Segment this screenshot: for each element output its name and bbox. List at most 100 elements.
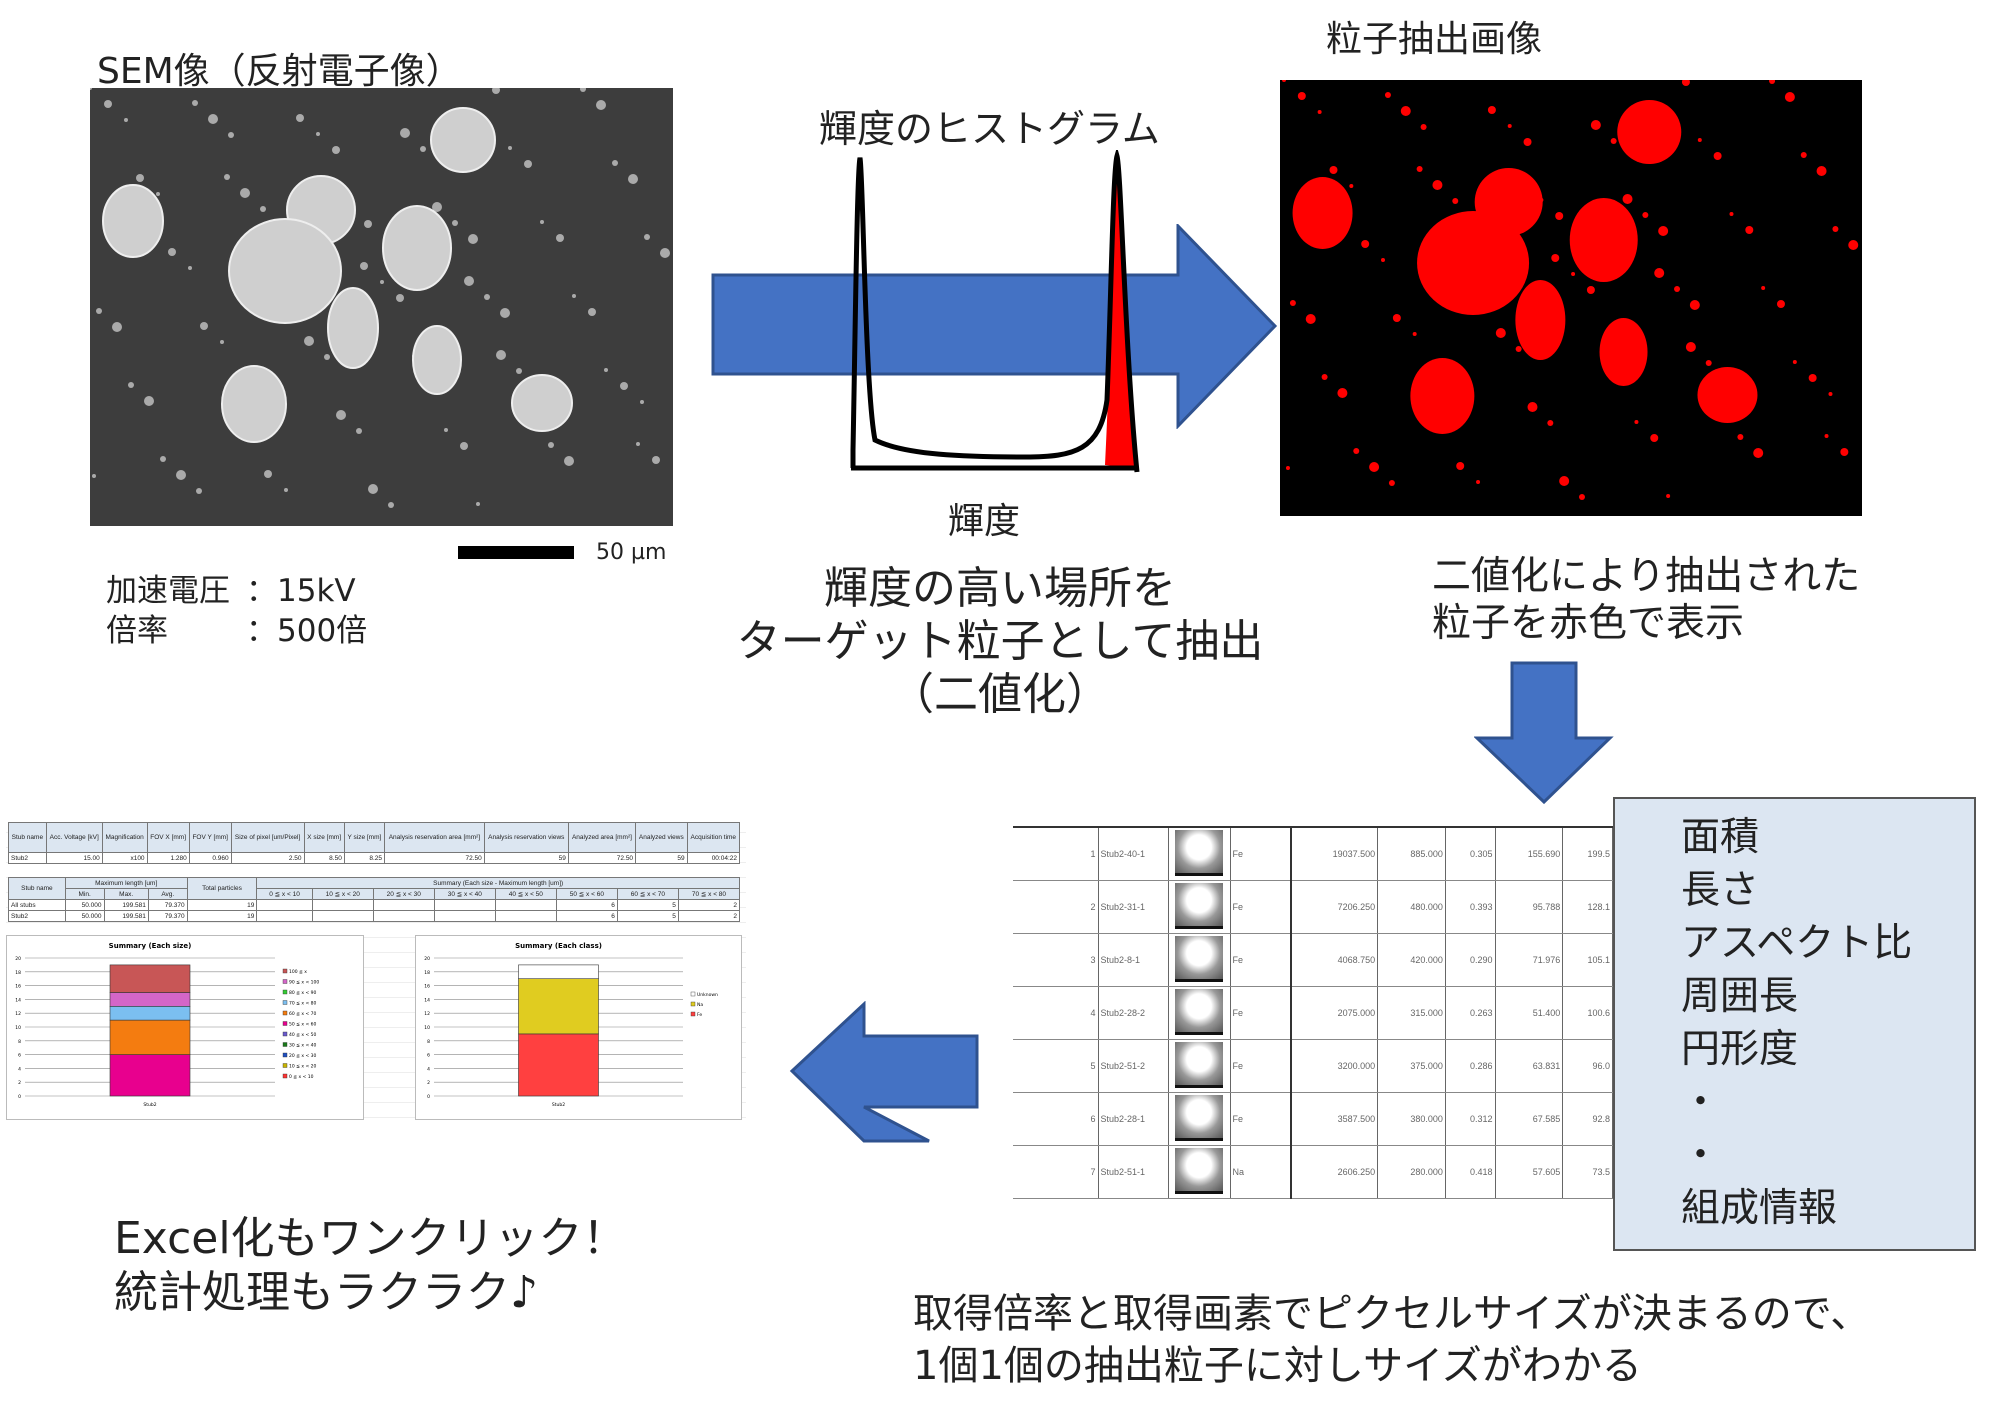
header-cell: FOV Y [mm] [188,822,232,853]
particle-name: Stub2-51-1 [1098,1145,1169,1199]
small-particle [136,174,144,182]
small-particle [468,234,478,244]
y-tick-label: 18 [15,970,21,976]
magnification-value: ：500倍 [246,613,368,649]
cell [372,910,435,922]
row-number: 5 [1013,1039,1099,1093]
value-cell: 7206.250 [1291,880,1379,934]
value-cell: 100.6 [1562,986,1613,1040]
small-particle [104,100,112,108]
caption-line: 輝度の高い場所を [824,563,1176,614]
small-particle [1622,194,1633,204]
legend-label: 100 ≦ x [289,969,307,975]
small-particle [96,308,102,314]
header-cell: Analyzed views [635,822,688,853]
caption-line: （二値化） [890,669,1110,720]
small-particle [1392,314,1401,322]
caption-line: 1個1個の抽出粒子に対しサイズがわかる [913,1343,1642,1389]
small-particle [1369,462,1380,472]
small-particle [188,266,192,270]
cell [311,910,374,922]
bottom-caption: 取得倍率と取得画素でピクセルサイズが決まるので、 1個1個の抽出粒子に対しサイズ… [913,1288,1870,1392]
y-tick-label: 0 [427,1094,430,1100]
small-particle [1361,240,1370,248]
cell: 59 [483,852,569,864]
y-tick-label: 16 [15,984,21,990]
small-particle [196,488,202,494]
bar-segment [109,1006,191,1021]
small-particle [1400,106,1411,116]
scale-bar [458,546,574,559]
small-particle [228,132,234,138]
small-particle [1689,300,1700,310]
particle [327,287,379,369]
header-cell: Acquisition time [686,822,741,853]
element: Fe [1230,880,1292,934]
y-tick-label: 14 [424,997,430,1003]
particle [412,325,462,395]
particle-thumbnail [1175,988,1223,1035]
cell: 50.000 [64,899,105,911]
particle-name: Stub2-28-1 [1098,1092,1169,1146]
y-tick-label: 20 [15,956,21,962]
value-cell: 3200.000 [1291,1039,1379,1093]
value-cell: 63.831 [1495,1039,1564,1093]
particle-thumbnail [1175,1041,1223,1088]
legend-label: Na [697,1002,703,1008]
small-particle [1353,448,1360,454]
header-cell: 0 ≦ x < 10 [256,888,313,900]
y-tick-label: 16 [424,984,430,990]
small-particle [452,220,458,226]
scale-label: 50 µm [596,540,667,565]
particle-thumbnail [1175,829,1223,876]
small-particle [1476,480,1481,484]
extracted-particle [1697,367,1758,423]
cell: 2 [677,899,741,911]
small-particle [1745,226,1754,234]
row-number: 3 [1013,933,1099,987]
value-cell: 375.000 [1377,1039,1446,1093]
small-particle [1329,166,1338,174]
legend-swatch [282,1031,288,1037]
legend-label: 10 ≦ x < 20 [289,1064,317,1070]
legend-swatch [282,1010,288,1016]
legend-label: 80 ≦ x < 90 [289,990,317,996]
small-particle [1729,212,1734,216]
small-particle [1337,388,1348,398]
value-cell: 105.1 [1562,933,1613,987]
magnification-label: 倍率 [106,613,168,649]
small-particle [484,294,490,300]
bar-segment [109,1054,191,1097]
small-particle [1452,198,1459,204]
extracted-caption-1: 二値化により抽出された [1432,554,1861,599]
small-particle [240,188,250,198]
y-tick-label: 20 [424,956,430,962]
small-particle [112,322,122,332]
header-cell: 50 ≦ x < 60 [555,888,618,900]
small-particle [1416,166,1423,172]
cell [433,899,496,911]
small-particle [660,248,670,258]
value-cell: 67.585 [1495,1092,1564,1146]
small-particle [1610,138,1617,144]
small-particle [1381,258,1385,262]
cell: 59 [635,852,688,864]
x-tick-label: Stub2 [552,1102,565,1108]
small-particle [1840,448,1849,456]
small-particle [208,114,218,124]
cell [311,899,374,911]
cell: 2.50 [230,852,305,864]
small-particle [356,428,362,434]
bar-segment [109,964,191,993]
header-cell: Size of pixel [um/Pixel] [230,822,305,853]
small-particle [508,146,512,150]
small-particle [476,502,480,506]
cell: 00:04:22 [686,852,741,864]
small-particle [636,442,640,446]
small-particle [92,474,96,478]
cell [256,910,313,922]
y-tick-label: 14 [15,997,21,1003]
small-particle [1388,480,1395,486]
